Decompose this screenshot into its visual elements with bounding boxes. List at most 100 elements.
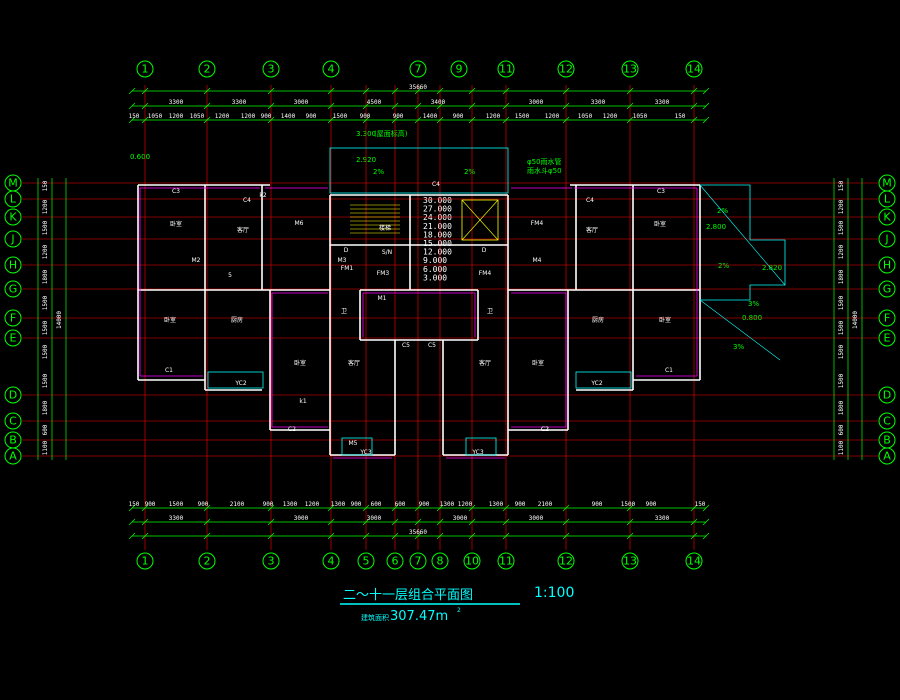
axis-bubble-circle bbox=[878, 412, 896, 430]
dim-tick bbox=[502, 518, 510, 526]
axis-bubble-circle bbox=[878, 208, 896, 226]
axis-bubble-label: 9 bbox=[456, 63, 463, 76]
axis-bubble-top: 12 bbox=[557, 60, 575, 78]
axis-bubble-circle bbox=[878, 309, 896, 327]
dim-bottom-row1: 2100 bbox=[538, 501, 553, 508]
dim-tick bbox=[362, 518, 370, 526]
dim-side: 1200 bbox=[42, 244, 49, 259]
floor-level: 30.000 bbox=[423, 196, 452, 205]
axis-bubble-bottom: 3 bbox=[262, 552, 280, 570]
dim-bottom-row1: 600 bbox=[395, 501, 406, 508]
axis-bubble-circle bbox=[878, 386, 896, 404]
dim-bottom-row2: 3300 bbox=[169, 515, 184, 522]
dim-tick bbox=[414, 116, 422, 124]
slope-note-5: 3% bbox=[748, 300, 759, 308]
axis-bubble-circle bbox=[4, 280, 22, 298]
dim-bottom-row1: 1300 bbox=[283, 501, 298, 508]
axis-bubble-top: 2 bbox=[198, 60, 216, 78]
dim-side: 1200 bbox=[838, 199, 845, 214]
floor-level: 6.000 bbox=[423, 265, 447, 274]
dim-tick bbox=[562, 87, 570, 95]
axis-bubble-label: 2 bbox=[204, 63, 211, 76]
axis-bubble-circle bbox=[463, 552, 481, 570]
dim-tick bbox=[436, 87, 444, 95]
dim-bottom-row1: 150 bbox=[695, 501, 706, 508]
tag-c5: C5 bbox=[402, 342, 410, 349]
axis-bubble-label: 12 bbox=[559, 63, 573, 76]
dim-tick bbox=[502, 504, 510, 512]
tag-k1: k1 bbox=[299, 398, 306, 405]
dim-top-row2: 1200 bbox=[545, 113, 560, 120]
dim-tick bbox=[436, 504, 444, 512]
room-label-bath: 卫 bbox=[341, 308, 347, 315]
dim-side: 1100 bbox=[42, 440, 49, 455]
dim-top-row1: 3300 bbox=[232, 99, 247, 106]
dim-tick bbox=[128, 532, 136, 540]
dim-side: 1500 bbox=[42, 320, 49, 335]
dim-tick bbox=[702, 518, 710, 526]
axis-bubble-label: 5 bbox=[363, 555, 370, 568]
dim-bottom-row1: 1200 bbox=[305, 501, 320, 508]
axis-bubble-top: 11 bbox=[497, 60, 515, 78]
dim-tick bbox=[128, 504, 136, 512]
tag-m6: M6 bbox=[295, 220, 304, 227]
dim-side: 150 bbox=[42, 180, 49, 191]
room-label-living: 客厅 bbox=[479, 359, 491, 367]
axis-bubble-circle bbox=[322, 60, 340, 78]
dim-tick bbox=[502, 102, 510, 110]
balcony-window bbox=[341, 437, 373, 456]
dim-tick bbox=[203, 504, 211, 512]
room-label-bedroom: 卧室 bbox=[532, 359, 544, 367]
tag-m4: M4 bbox=[533, 257, 542, 264]
roof-slope-line bbox=[699, 184, 786, 286]
dim-top-row2: 900 bbox=[453, 113, 464, 120]
dim-tick bbox=[414, 518, 422, 526]
axis-bubble-top: 9 bbox=[450, 60, 468, 78]
dim-tick bbox=[690, 532, 698, 540]
dim-tick bbox=[362, 532, 370, 540]
floor-level: 18.000 bbox=[423, 230, 452, 239]
dim-side-total: 14000 bbox=[852, 311, 859, 329]
dim-tick bbox=[267, 102, 275, 110]
axis-bubble-label: 14 bbox=[687, 63, 701, 76]
dim-tick bbox=[141, 102, 149, 110]
dim-top-row2: 1200 bbox=[486, 113, 501, 120]
dim-side: 1100 bbox=[838, 440, 845, 455]
axis-bubble-label: 11 bbox=[499, 63, 513, 76]
dim-bottom-row1: 900 bbox=[198, 501, 209, 508]
axis-bubble-circle bbox=[557, 60, 575, 78]
axis-bubble-label: D bbox=[9, 389, 17, 402]
axis-bubble-circle bbox=[4, 412, 22, 430]
axis-bubble-side: B bbox=[878, 431, 896, 449]
tag-yc2: YC2 bbox=[590, 380, 603, 387]
axis-bubble-circle bbox=[878, 280, 896, 298]
axis-bubble-bottom: 5 bbox=[357, 552, 375, 570]
axis-bubble-label: 7 bbox=[415, 555, 422, 568]
dim-top-total: 35660 bbox=[409, 84, 427, 91]
floor-level: 21.000 bbox=[423, 222, 452, 231]
axis-bubble-label: L bbox=[884, 193, 891, 206]
dim-bottom-row1: 1500 bbox=[621, 501, 636, 508]
floor-level: 9.000 bbox=[423, 256, 447, 265]
dim-bottom-row2: 3000 bbox=[453, 515, 468, 522]
dim-tick bbox=[391, 504, 399, 512]
axis-bubble-label: M bbox=[8, 177, 18, 190]
dim-top-row2: 1200 bbox=[603, 113, 618, 120]
dim-tick bbox=[690, 87, 698, 95]
axis-bubble-circle bbox=[357, 552, 375, 570]
dim-tick bbox=[626, 87, 634, 95]
dim-top-row2: 1200 bbox=[215, 113, 230, 120]
axis-bubble-side: D bbox=[878, 386, 896, 404]
dim-tick bbox=[702, 87, 710, 95]
axis-bubble-circle bbox=[409, 552, 427, 570]
dim-side: 1800 bbox=[42, 400, 49, 415]
dim-tick bbox=[702, 504, 710, 512]
axis-bubble-circle bbox=[685, 552, 703, 570]
dim-tick bbox=[362, 102, 370, 110]
axis-bubble-label: 13 bbox=[623, 63, 637, 76]
dim-tick bbox=[141, 504, 149, 512]
axis-bubble-circle bbox=[136, 60, 154, 78]
axis-bubble-side: H bbox=[4, 256, 22, 274]
dim-tick bbox=[436, 532, 444, 540]
dim-side: 1200 bbox=[838, 244, 845, 259]
